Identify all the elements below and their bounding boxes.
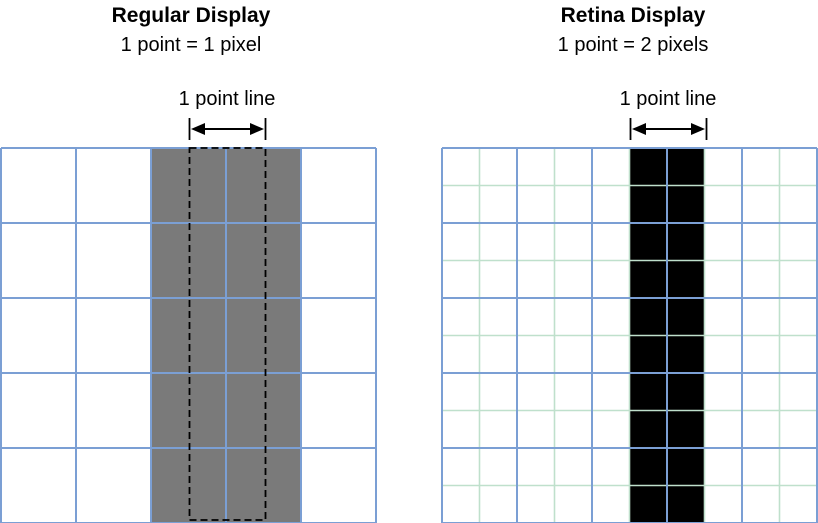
regular-point-outline [188, 147, 267, 521]
retina-display-title: Retina Display [561, 4, 706, 27]
retina-pixel-grid [441, 147, 818, 523]
regular-arrowhead-right [250, 123, 264, 135]
retina-display-panel: Retina Display 1 point = 2 pixels 1 poin… [441, 4, 818, 523]
retina-display-subtitle: 1 point = 2 pixels [558, 34, 709, 56]
regular-display-title: Regular Display [112, 4, 271, 27]
retina-line-label: 1 point line [620, 88, 717, 110]
regular-display-panel: Regular Display 1 point = 1 pixel 1 poin… [0, 4, 377, 523]
retina-width-indicator [629, 118, 708, 140]
regular-arrowhead-left [191, 123, 205, 135]
regular-line-fill [151, 148, 301, 523]
regular-width-indicator [188, 118, 267, 140]
regular-display-subtitle: 1 point = 1 pixel [121, 34, 262, 56]
regular-line-label: 1 point line [179, 88, 276, 110]
retina-arrowhead-right [691, 123, 705, 135]
retina-arrowhead-left [632, 123, 646, 135]
regular-pixel-grid [0, 147, 377, 523]
filled-pixel-column [226, 148, 301, 523]
filled-pixel-column [151, 148, 226, 523]
